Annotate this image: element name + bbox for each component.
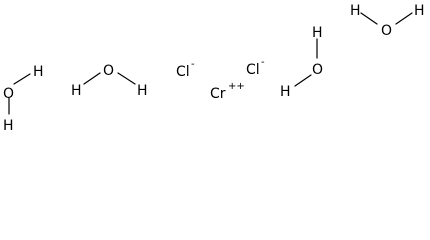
oxygen-atom: O — [312, 62, 323, 78]
chromium-ion: Cr ++ — [210, 81, 245, 102]
chloride-ion-2: Cl - — [246, 57, 265, 78]
bond-o-h-right — [395, 12, 413, 25]
chemical-structure: O H H H O H Cl - Cl - Cr ++ H O H H O H — [3, 3, 425, 134]
bond-o-h-right — [117, 72, 136, 85]
bond-o-h-lower — [294, 74, 312, 87]
chromium-charge: ++ — [228, 81, 245, 92]
oxygen-atom: O — [103, 63, 114, 79]
bond-o-h-upper — [13, 73, 31, 85]
water-molecule-1: O H H — [3, 64, 44, 134]
water-molecule-3: H O H — [280, 25, 323, 100]
hydrogen-atom-right: H — [414, 3, 425, 19]
hydrogen-atom-left: H — [71, 83, 82, 99]
hydrogen-atom-left: H — [350, 3, 361, 19]
oxygen-atom: O — [3, 86, 14, 102]
chloride-symbol: Cl — [246, 62, 260, 78]
chloride-charge: - — [261, 57, 265, 68]
hydrogen-atom-upper: H — [312, 25, 323, 41]
water-molecule-2: H O H — [71, 63, 148, 99]
hydrogen-atom-right: H — [137, 83, 148, 99]
hydrogen-atom-upper: H — [33, 64, 44, 80]
chloride-charge: - — [191, 59, 195, 70]
hydrogen-atom-lower: H — [280, 84, 291, 100]
chloride-symbol: Cl — [176, 64, 190, 80]
chloride-ion-1: Cl - — [176, 59, 195, 80]
hydrogen-atom-lower: H — [3, 118, 14, 134]
chromium-symbol: Cr — [210, 86, 226, 102]
bond-o-h-left — [83, 72, 101, 85]
bond-o-h-left — [360, 12, 378, 25]
oxygen-atom: O — [381, 23, 392, 39]
water-molecule-4: H O H — [350, 3, 425, 39]
